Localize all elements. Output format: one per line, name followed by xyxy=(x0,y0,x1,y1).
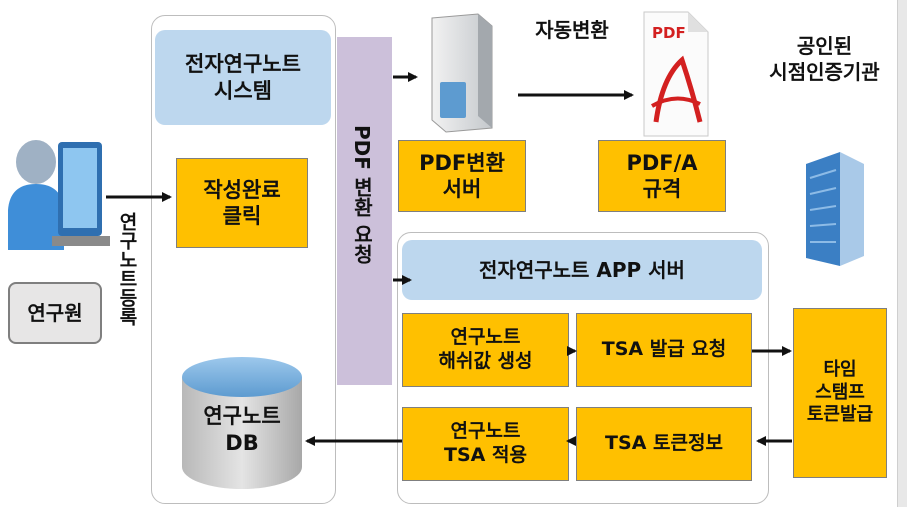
eln-system-title: 전자연구노트 시스템 xyxy=(155,30,331,125)
note-registration-label: 연구노트등록 xyxy=(116,212,138,326)
tsa-request-box: TSA 발급 요청 xyxy=(576,313,752,387)
vertical-scrollbar[interactable] xyxy=(897,0,907,507)
tsa-token-box: TSA 토큰정보 xyxy=(576,407,752,481)
app-server-title: 전자연구노트 APP 서버 xyxy=(402,240,762,300)
pdfa-standard-box: PDF/A 규격 xyxy=(598,140,726,212)
researcher-box: 연구원 xyxy=(8,282,102,344)
auto-convert-label: 자동변환 xyxy=(535,18,609,42)
pdf-document-icon xyxy=(643,11,709,137)
server-icon xyxy=(431,13,493,133)
timestamp-box: 타임 스탬프 토큰발급 xyxy=(793,308,887,478)
pdf-server-box: PDF변환 서버 xyxy=(398,140,526,212)
hash-box: 연구노트 해쉬값 생성 xyxy=(402,313,569,387)
tsa-apply-box: 연구노트 TSA 적용 xyxy=(402,407,569,481)
authority-label: 공인된 시점인증기관 xyxy=(769,34,880,84)
note-db-label: 연구노트 DB xyxy=(203,404,281,456)
complete-click-box: 작성완료 클릭 xyxy=(176,158,308,248)
pdf-request-bar xyxy=(337,37,392,385)
researcher-computer-icon xyxy=(8,140,110,250)
db-cylinder xyxy=(182,357,302,489)
pdf-icon-text: PDF xyxy=(652,24,686,42)
building-icon xyxy=(806,152,864,266)
pdf-request-label: PDF 변환 요청 xyxy=(350,125,374,264)
